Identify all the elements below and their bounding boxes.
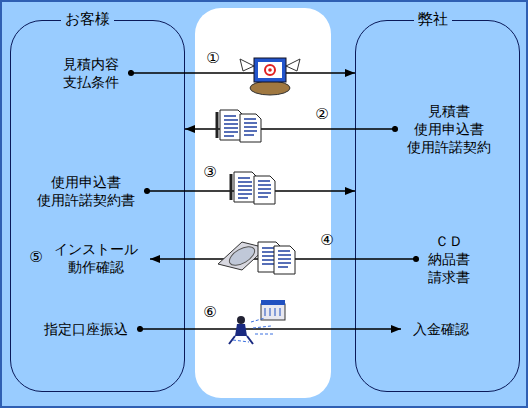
page [274, 246, 295, 274]
cd-disc [226, 243, 257, 269]
flow-arrow [140, 328, 401, 330]
motion-lines [233, 318, 273, 342]
envelope-face [258, 62, 282, 78]
envelope [254, 58, 286, 82]
callout-number: ② [315, 105, 328, 123]
callout-number: ⑤ [29, 248, 42, 266]
callout-number: ④ [320, 231, 333, 249]
page-edge [216, 112, 219, 138]
email-icon [240, 58, 300, 95]
step-text: 入金確認 [413, 320, 469, 338]
cd-case [218, 242, 266, 270]
page [240, 114, 261, 142]
page [258, 242, 282, 272]
page [254, 176, 275, 204]
person-head [237, 316, 245, 324]
step-text: 見積内容 支払条件 [63, 55, 119, 91]
callout-number: ① [206, 49, 219, 67]
flow-arrow [131, 72, 355, 74]
step-box: 使用申込書 使用許諾契約書 [25, 171, 147, 211]
step-box: 見積内容 支払条件 [51, 53, 131, 93]
page-edge [230, 174, 233, 200]
person-legs [229, 336, 253, 344]
step-text: 見積書 使用申込書 使用許諾契約 [407, 102, 491, 156]
callout-number: ③ [203, 163, 216, 181]
cd-and-documents-icon [218, 242, 295, 274]
wing [286, 59, 300, 71]
bank-building [261, 304, 285, 320]
bank-windows [265, 308, 280, 316]
panel-title: 弊社 [414, 9, 452, 29]
flow-arrow [150, 258, 416, 260]
step-text: 指定口座振込 [44, 320, 128, 338]
wing [240, 59, 254, 71]
text-lines [244, 119, 257, 135]
flow-arrow [147, 190, 355, 192]
document-icon [231, 172, 275, 204]
at-mark [265, 65, 275, 75]
page [234, 172, 258, 202]
step-box: 入金確認 [401, 318, 481, 340]
step-box: インストール 動作確認 [42, 238, 150, 278]
flow-arrow [185, 128, 395, 130]
callout-number: ⑥ [203, 303, 216, 321]
document-icon [217, 110, 261, 142]
step-text: インストール 動作確認 [54, 240, 138, 276]
party-panel: 弊社見積書 使用申込書 使用許諾契約ＣＤ 納品書 請求書入金確認 [355, 20, 520, 392]
panel-title: お客様 [61, 9, 114, 29]
text-lines [258, 181, 271, 197]
step-box: 見積書 使用申込書 使用許諾契約 [395, 100, 503, 158]
page [220, 110, 244, 140]
step-text: ＣＤ 納品書 請求書 [428, 232, 470, 286]
center-band [195, 8, 331, 398]
step-box: ＣＤ 納品書 請求書 [416, 230, 482, 288]
text-lines [224, 116, 238, 136]
bank-transfer-icon [229, 300, 285, 344]
step-text: 使用申込書 使用許諾契約書 [37, 173, 135, 209]
at-mark-core [268, 68, 272, 72]
text-lines [262, 248, 276, 264]
person-body [235, 324, 247, 336]
bank-sign [261, 300, 285, 305]
text-lines [278, 251, 291, 267]
globe-base [250, 81, 290, 95]
text-lines [238, 178, 252, 198]
party-panel: お客様見積内容 支払条件使用申込書 使用許諾契約書インストール 動作確認指定口座… [10, 20, 185, 392]
step-box: 指定口座振込 [32, 318, 140, 340]
